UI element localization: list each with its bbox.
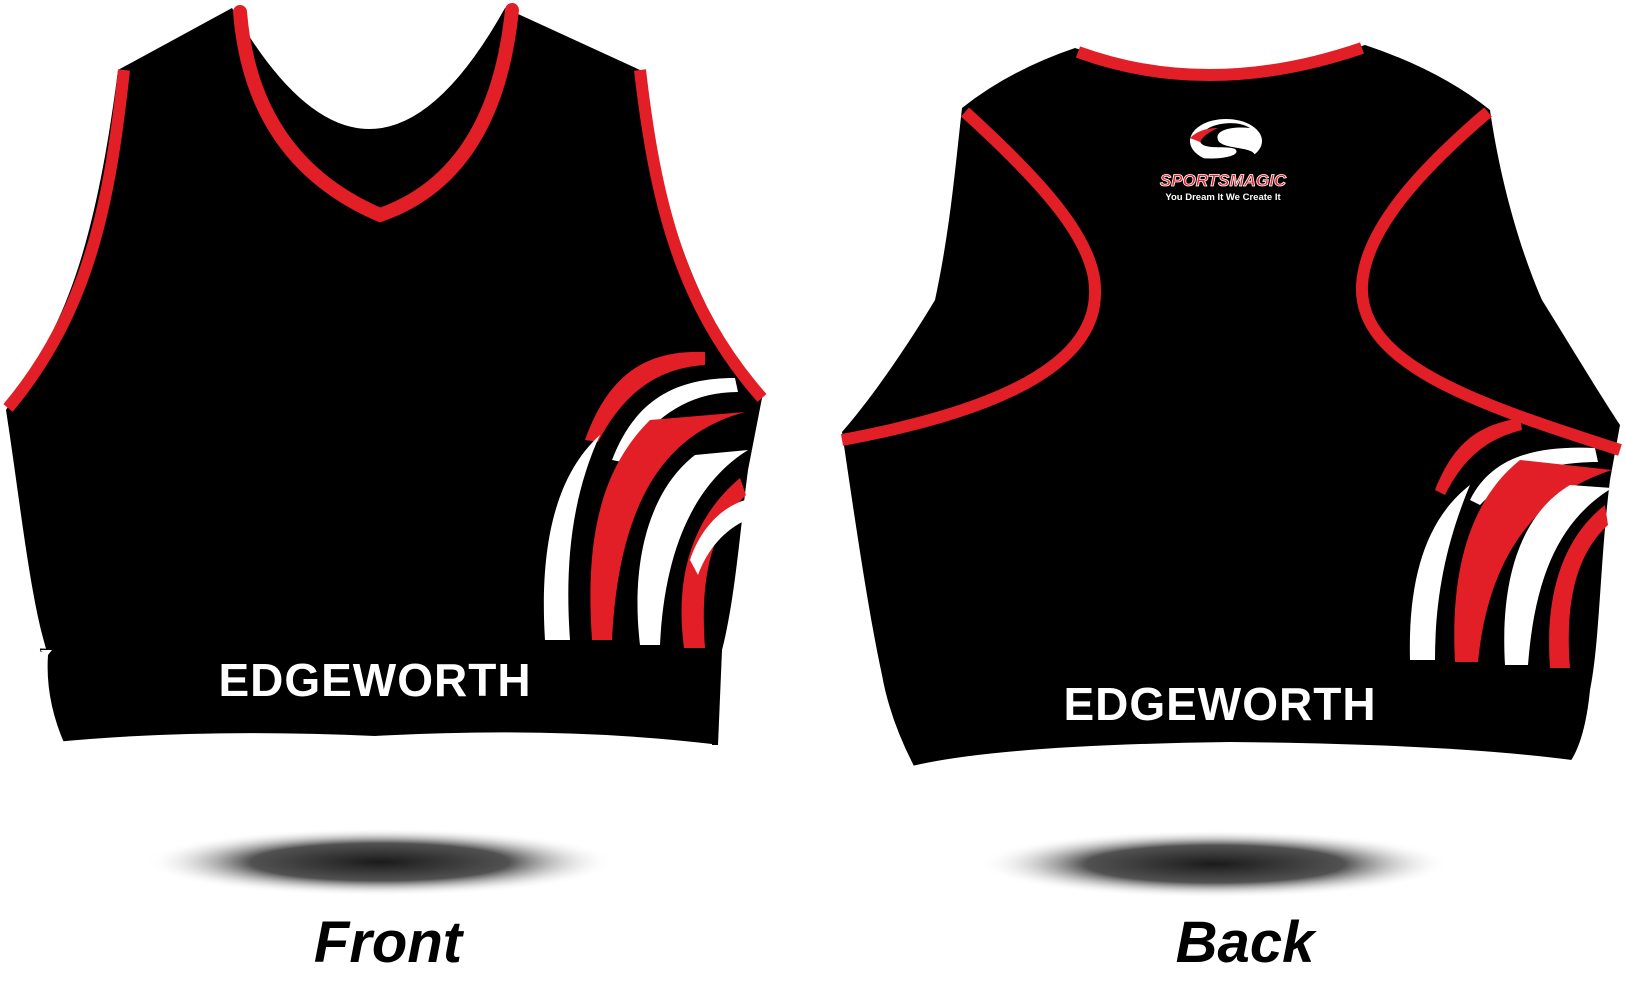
front-neckline-trim: [233, 3, 519, 223]
back-team-name: EDGEWORTH: [1063, 678, 1376, 730]
front-left-armhole-trim: [3, 69, 130, 412]
back-view: SPORTSMAGIC You Dream It We Create It ED…: [840, 42, 1622, 975]
back-view-label: Back: [1176, 910, 1317, 975]
front-crop-top-body: [6, 8, 762, 745]
back-claw-stripes: [1409, 418, 1612, 668]
logo-brand-name: SPORTSMAGIC: [1160, 171, 1287, 190]
back-shadow: [980, 830, 1450, 898]
back-left-racerback-trim: [840, 107, 1102, 446]
front-view-label: Front: [314, 910, 465, 975]
logo-tagline: You Dream It We Create It: [1165, 192, 1281, 203]
front-team-name: EDGEWORTH: [218, 654, 531, 706]
front-hem-band-line: [39, 648, 723, 657]
front-hem-notch-left: [40, 650, 52, 655]
front-hem-curve: [55, 732, 712, 760]
swoosh-s-logo-icon: [1190, 119, 1262, 165]
back-hem-curve: [912, 742, 1572, 780]
front-claw-stripes: [543, 351, 748, 648]
front-right-armhole-trim: [634, 69, 767, 402]
back-brand-logo: SPORTSMAGIC You Dream It We Create It: [1159, 119, 1287, 203]
back-neckline-trim: [1075, 42, 1364, 81]
front-shadow: [145, 828, 615, 896]
back-right-racerback-trim: [1355, 107, 1622, 456]
front-view: EDGEWORTH Front: [3, 3, 767, 975]
